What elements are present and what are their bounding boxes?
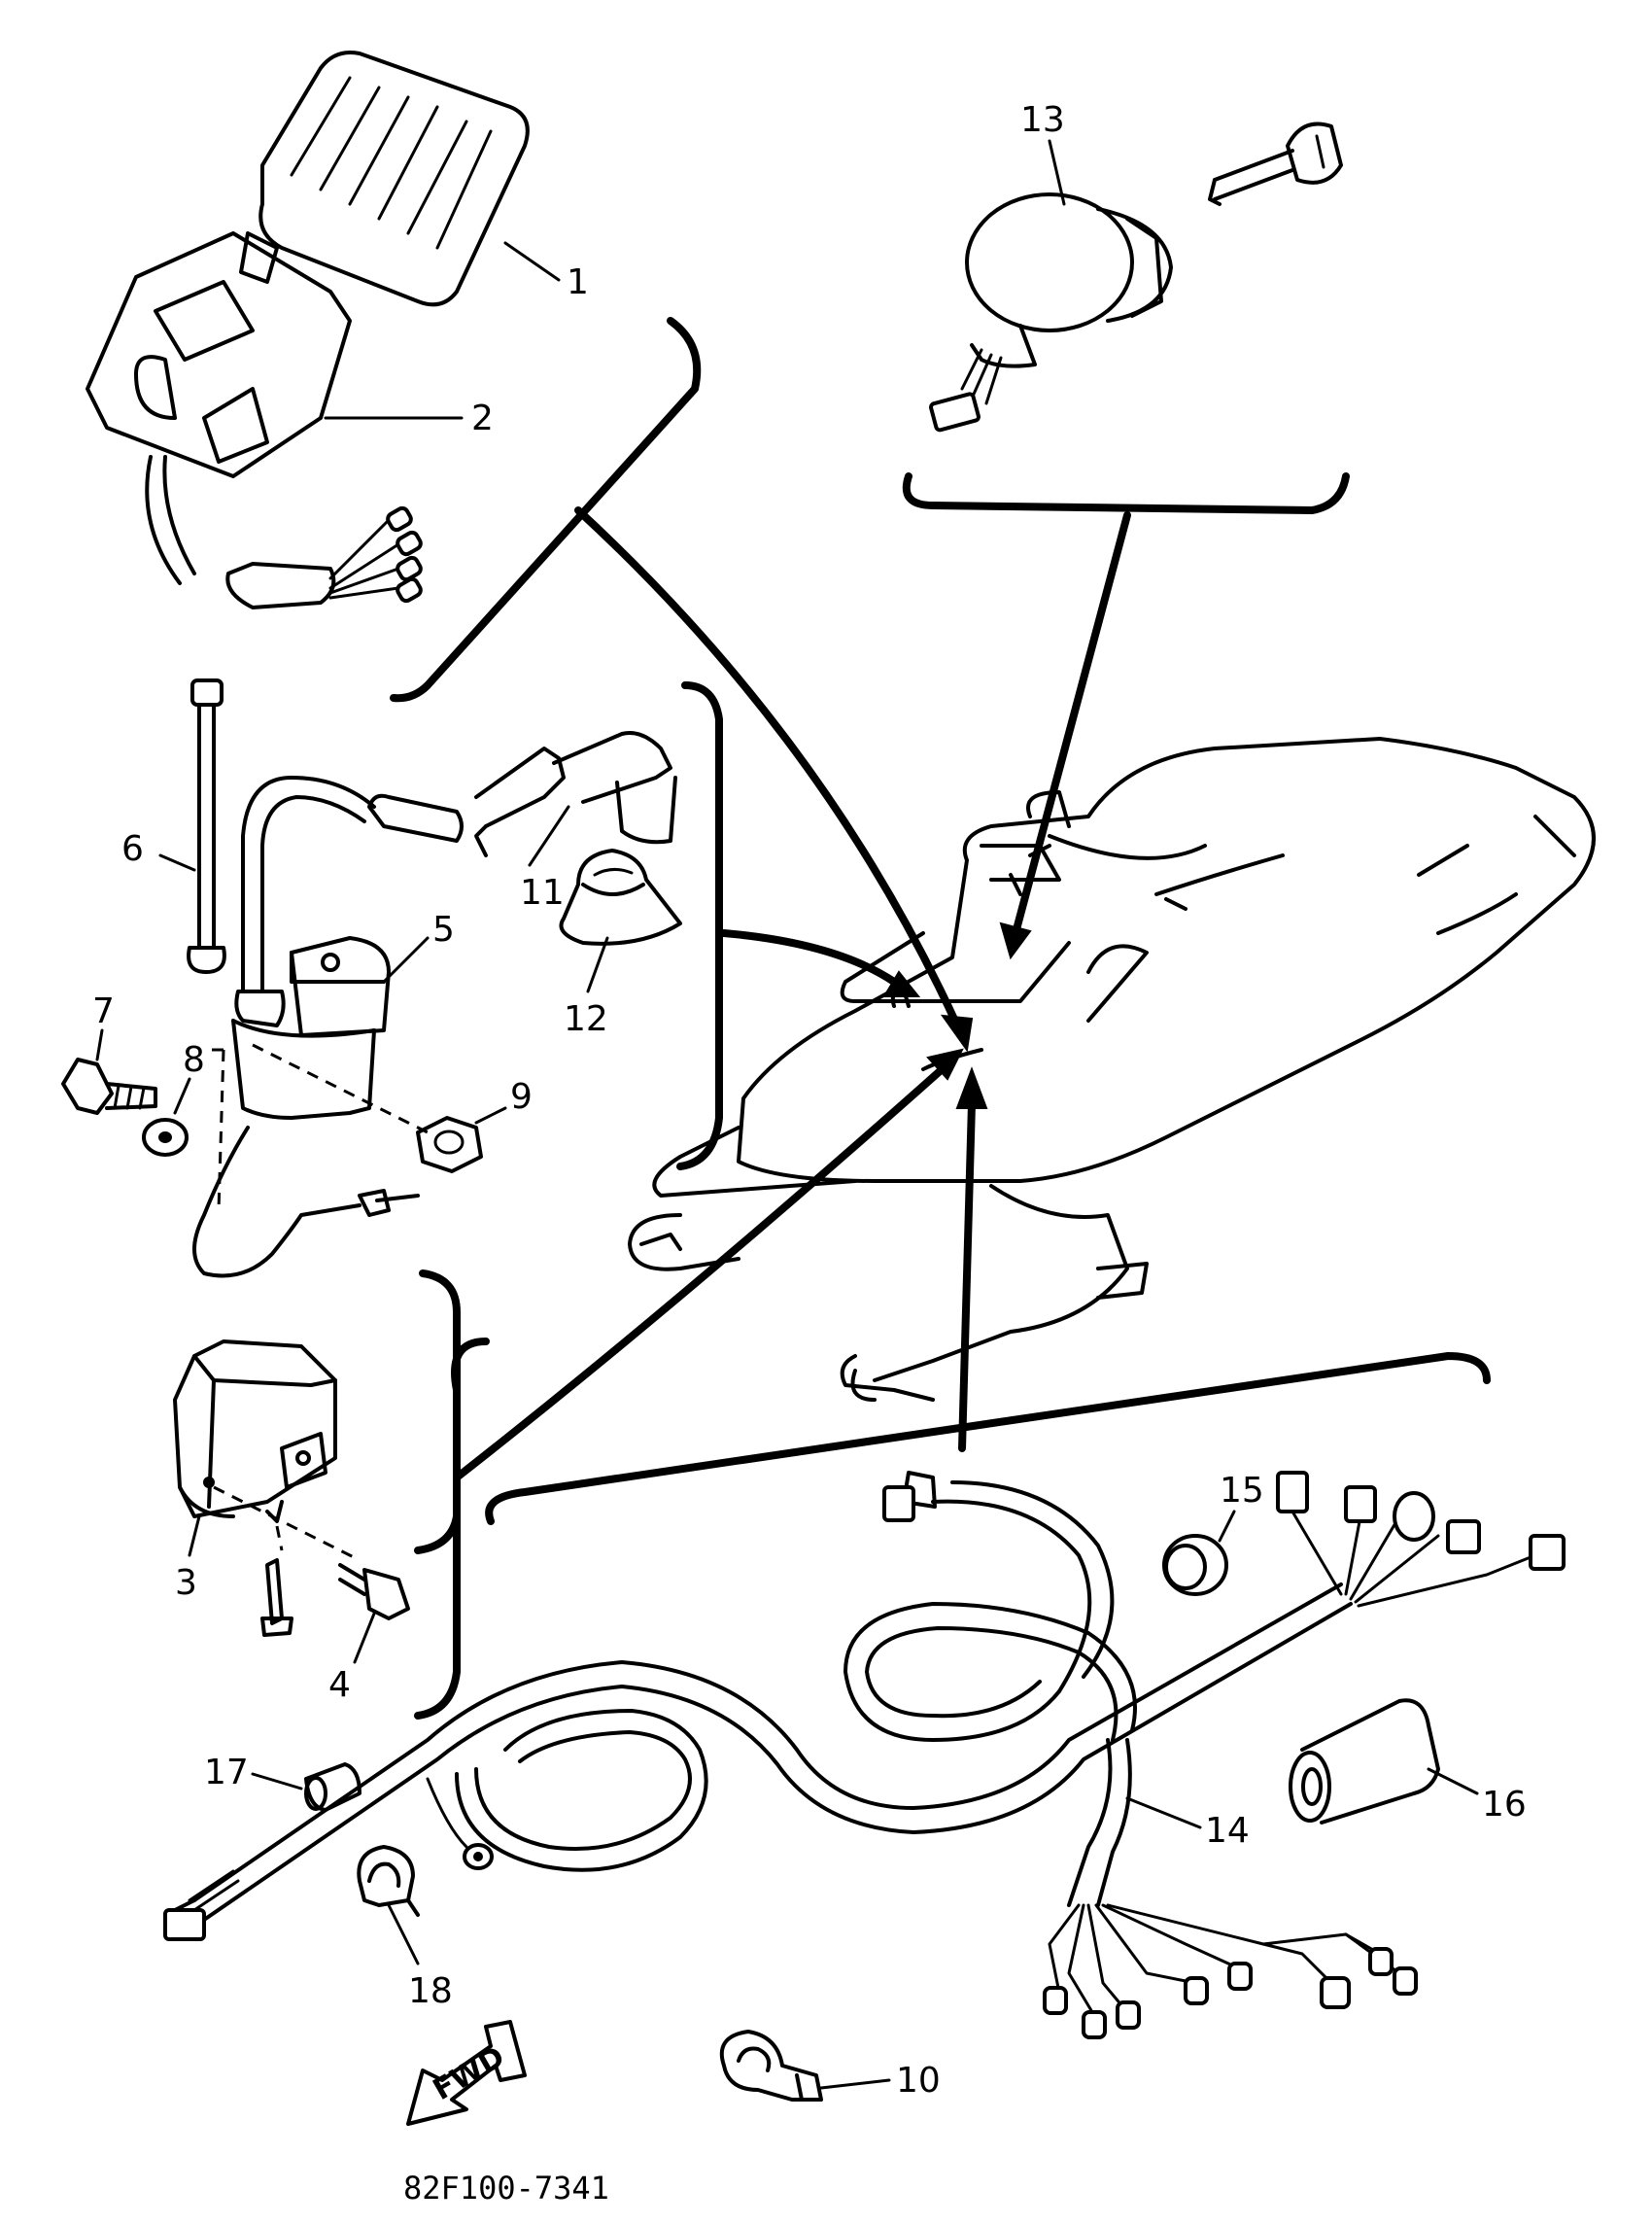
callout-12: 12 (564, 999, 608, 1039)
ignition-key (1208, 122, 1343, 206)
leader-1 (503, 241, 561, 282)
callout-11: 11 (520, 873, 565, 913)
group-bracket-top (390, 317, 702, 703)
sleeve (304, 1762, 361, 1812)
callout-10: 10 (896, 2061, 941, 2101)
leader-6 (158, 853, 196, 872)
cdi-screw (338, 1563, 410, 1620)
wire-harness (163, 1471, 1566, 2039)
spark-plug-cap (367, 731, 677, 857)
coil-mount-marker (890, 988, 911, 1008)
leader-8 (173, 1077, 191, 1115)
callout-17: 17 (204, 1753, 249, 1792)
nut (416, 1116, 483, 1173)
grommet (559, 849, 682, 946)
pointer-line-handlebar (574, 506, 961, 1029)
cdi-bolt-pin (260, 1558, 293, 1637)
coil-dash-left (204, 1048, 225, 1211)
callout-9: 9 (510, 1077, 533, 1117)
leader-10 (819, 2078, 891, 2090)
leader-15 (1218, 1510, 1236, 1543)
harness-grommet (1162, 1534, 1228, 1596)
leader-7 (95, 1028, 104, 1061)
coil-dash-right (252, 1043, 429, 1134)
pointer-arrowhead-cdi (926, 1048, 964, 1081)
washer (142, 1118, 189, 1157)
leader-4 (353, 1612, 376, 1664)
leader-13 (1048, 139, 1066, 206)
main-switch (929, 192, 1173, 433)
callout-16: 16 (1482, 1785, 1527, 1825)
fwd-label: FWD (428, 2040, 510, 2108)
callout-4: 4 (328, 1665, 351, 1705)
group-bracket-harness (485, 1352, 1491, 1525)
vehicle-bracket (414, 1338, 490, 1554)
leader-11 (528, 805, 570, 867)
cdi-dash (213, 1485, 361, 1562)
cable-clamp (719, 2030, 823, 2102)
callout-8: 8 (183, 1040, 205, 1080)
leader-16 (1427, 1767, 1479, 1795)
leader-18 (387, 1903, 420, 1965)
diagram-code: 82F100-7341 (403, 2170, 609, 2207)
callout-1: 1 (567, 262, 589, 302)
callout-14: 14 (1205, 1811, 1250, 1851)
ground-lead (187, 678, 226, 974)
group-bracket-coil (676, 681, 723, 1170)
pointer-arrowhead-handlebar (940, 1014, 974, 1053)
callout-13: 13 (1020, 100, 1065, 140)
forward-direction-arrow: FWD (406, 2020, 527, 2126)
cdi-unit (173, 1339, 337, 1523)
group-bracket-cdi (414, 1269, 461, 1720)
callout-6: 6 (121, 829, 144, 869)
leader-3 (188, 1514, 201, 1557)
callout-15: 15 (1220, 1471, 1264, 1511)
harness-clamp (357, 1845, 420, 1917)
callout-7: 7 (92, 991, 115, 1031)
pointer-line-harness (958, 1099, 976, 1452)
leader-12 (586, 936, 609, 993)
leader-9 (474, 1106, 507, 1125)
bolt (61, 1058, 157, 1115)
pointer-arrowhead-coil (882, 970, 921, 997)
ignition-coil (192, 776, 420, 1278)
handlebar-grip (239, 51, 530, 307)
connector-boot (1289, 1698, 1440, 1825)
callout-5: 5 (432, 910, 455, 950)
vehicle-outline (628, 737, 1596, 1402)
group-bracket-key (902, 472, 1350, 514)
pointer-line-key (1012, 511, 1131, 937)
pointer-arrowhead-harness (955, 1066, 988, 1109)
callout-18: 18 (408, 1971, 453, 2011)
leader-5 (382, 936, 430, 984)
callout-2: 2 (471, 399, 494, 438)
callout-3: 3 (175, 1563, 197, 1603)
handlebar-switch (86, 231, 423, 609)
pointer-line-coil (720, 929, 898, 986)
leader-14 (1125, 1796, 1202, 1829)
leader-17 (251, 1772, 303, 1790)
pointer-line-cdi (453, 1060, 951, 1481)
